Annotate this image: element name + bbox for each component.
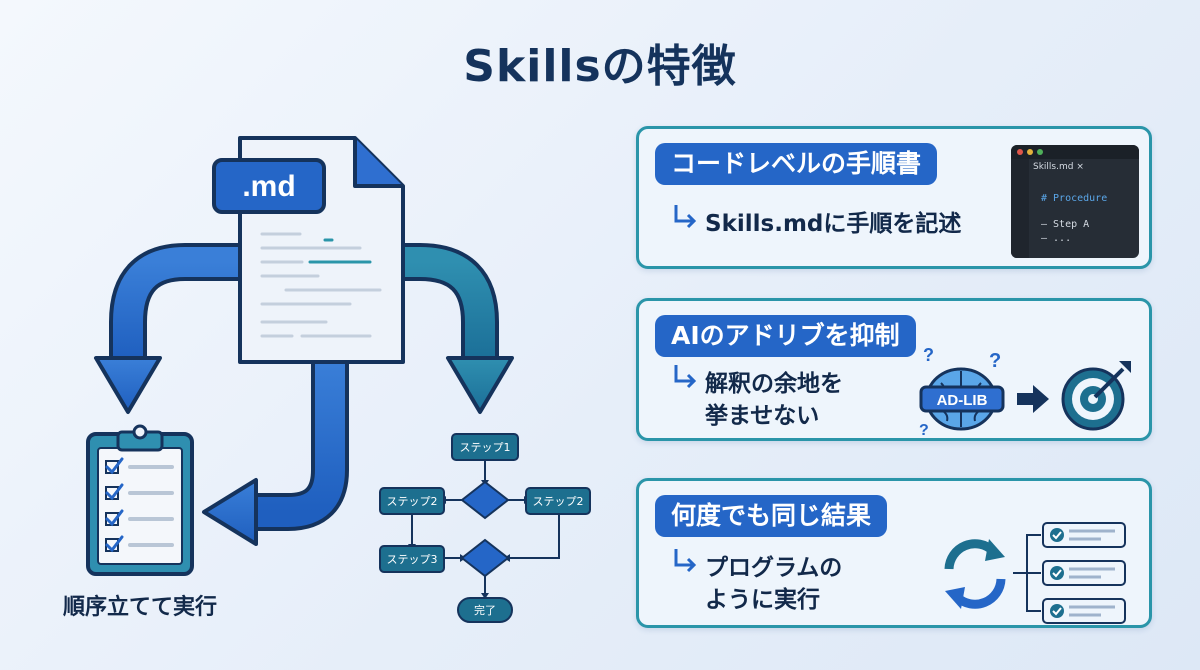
feature-card-ad-lib: AIのアドリブを抑制 解釈の余地を 挙ませない ? ? ? AD-LIB	[636, 298, 1152, 441]
left-flow-arrow	[94, 243, 250, 414]
flow-step2-left: ステップ2	[387, 495, 438, 508]
card-description-line2: 挙ませない	[705, 403, 820, 429]
flow-step1: ステップ1	[460, 441, 511, 454]
checklist-clipboard-icon	[86, 424, 194, 576]
target-icon	[1061, 361, 1131, 431]
question-mark-icon: ?	[989, 350, 1001, 372]
card-description-line1: プログラムの	[705, 555, 843, 581]
result-list-icon	[1042, 522, 1126, 624]
sub-arrow-icon	[674, 549, 697, 573]
card-description-line1: 解釈の余地を	[705, 371, 843, 397]
checklist-caption: 順序立てて実行	[63, 594, 217, 620]
card-heading: コードレベルの手順書	[655, 143, 938, 185]
adlib-badge-text: AD-LIB	[937, 392, 988, 409]
sub-arrow-icon	[674, 365, 697, 389]
question-mark-icon: ?	[923, 347, 934, 365]
card-description: Skills.mdに手順を記述	[705, 211, 962, 237]
adlib-to-target-graphic: ? ? ? AD-LIB	[919, 347, 1131, 437]
card-description-line2: ように実行	[705, 587, 820, 613]
feature-card-same-result: 何度でも同じ結果 プログラムの ように実行	[636, 478, 1152, 628]
editor-sidebar	[1011, 159, 1029, 258]
md-badge-text: .md	[242, 170, 295, 203]
card-heading: 何度でも同じ結果	[655, 495, 888, 537]
md-badge	[212, 158, 326, 214]
arrow-right-icon	[1017, 385, 1049, 413]
question-mark-icon: ?	[919, 422, 929, 437]
flow-step3: ステップ3	[387, 553, 438, 566]
skills-workflow-diagram: .md 順序立てて実行	[63, 136, 591, 623]
sub-arrow-icon	[674, 205, 697, 229]
flow-step2-right: ステップ2	[533, 495, 584, 508]
editor-line-3: – ...	[1041, 233, 1072, 244]
card-heading: AIのアドリブを抑制	[655, 315, 916, 357]
editor-line-2: – Step A	[1041, 219, 1090, 230]
flowchart: ステップ1 ステップ2 ステップ2 ステップ3 完了	[379, 433, 591, 623]
right-flow-arrow	[395, 243, 514, 414]
feature-card-code-level: コードレベルの手順書 Skills.mdに手順を記述 Skills.md × #…	[636, 126, 1152, 269]
editor-line-1: # Procedure	[1041, 193, 1108, 204]
center-flow-arrow	[202, 360, 349, 546]
editor-tab: Skills.md ×	[1033, 162, 1084, 172]
repeat-results-graphic	[944, 522, 1126, 624]
refresh-cycle-icon	[944, 539, 1006, 609]
flow-done: 完了	[474, 603, 496, 617]
adlib-badge	[919, 385, 1005, 413]
code-editor-preview: Skills.md × # Procedure – Step A – ...	[1011, 145, 1139, 258]
page-title: Skillsの特徴	[463, 41, 737, 92]
